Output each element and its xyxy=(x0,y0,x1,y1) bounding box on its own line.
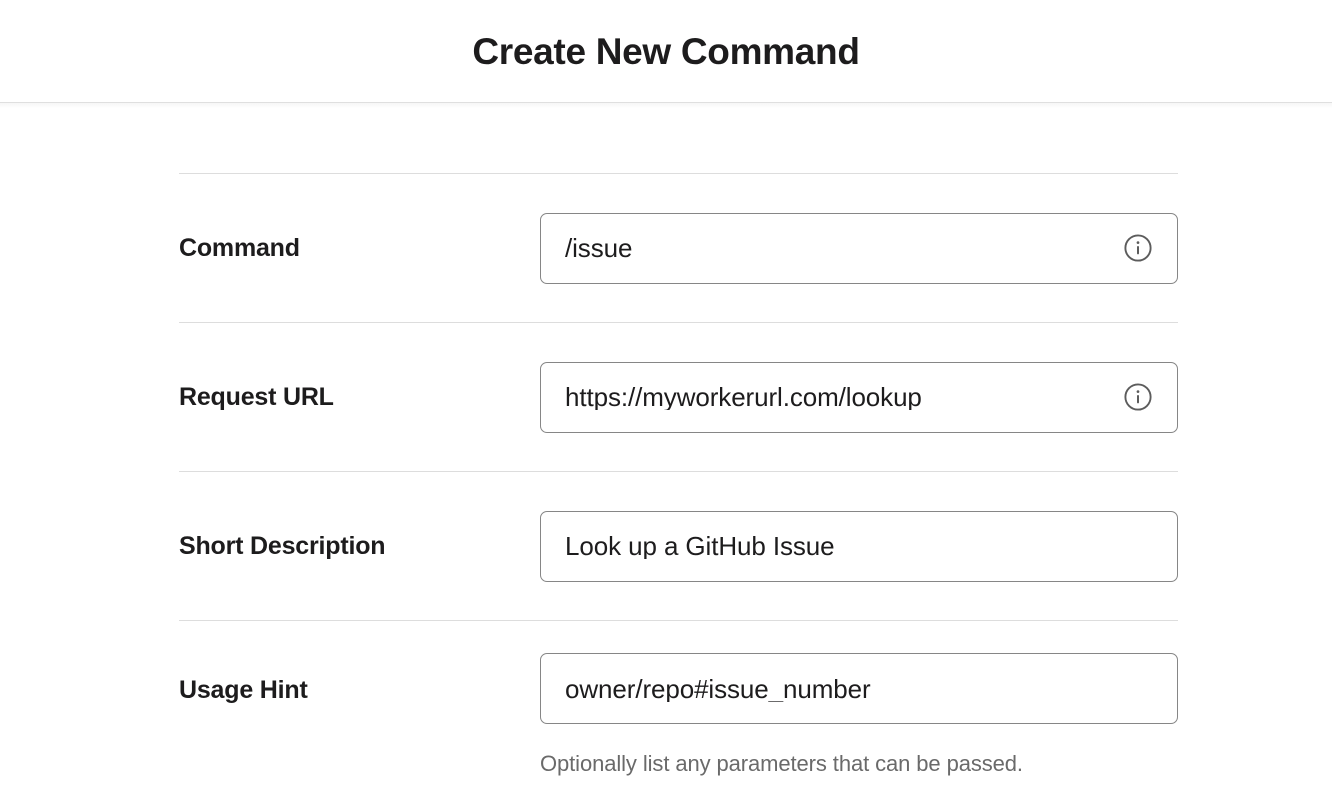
usage-hint-input-value: owner/repo#issue_number xyxy=(565,675,871,702)
field-control-command: /issue xyxy=(540,212,1178,284)
short-description-input[interactable]: Look up a GitHub Issue xyxy=(540,510,1178,582)
label-usage-hint: Usage Hint xyxy=(179,676,308,704)
label-request-url: Request URL xyxy=(179,383,334,411)
field-control-request-url: https://myworkerurl.com/lookup xyxy=(540,361,1178,433)
form-row-request-url: Request URL https://myworkerurl.com/look… xyxy=(179,323,1178,471)
label-command: Command xyxy=(179,234,300,262)
usage-hint-input[interactable]: owner/repo#issue_number xyxy=(540,653,1178,724)
page-header: Create New Command xyxy=(0,0,1332,108)
divider-3 xyxy=(179,620,1178,621)
info-circle-icon[interactable] xyxy=(1123,382,1153,412)
form-row-short-description: Short Description Look up a GitHub Issue xyxy=(179,472,1178,620)
label-short-description: Short Description xyxy=(179,532,386,560)
field-control-usage-hint: owner/repo#issue_number Optionally list … xyxy=(540,653,1178,777)
usage-hint-help-text: Optionally list any parameters that can … xyxy=(540,751,1023,776)
page-title: Create New Command xyxy=(472,30,860,72)
field-control-short-description: Look up a GitHub Issue xyxy=(540,510,1178,582)
info-circle-icon[interactable] xyxy=(1123,233,1153,263)
command-input[interactable]: /issue xyxy=(540,212,1178,284)
divider-2 xyxy=(179,471,1178,472)
short-description-input-value: Look up a GitHub Issue xyxy=(565,533,835,559)
request-url-input-value: https://myworkerurl.com/lookup xyxy=(565,384,922,410)
form-row-usage-hint: Usage Hint owner/repo#issue_number Optio… xyxy=(179,621,1178,777)
command-input-value: /issue xyxy=(565,235,633,261)
request-url-input[interactable]: https://myworkerurl.com/lookup xyxy=(540,361,1178,433)
command-form: Command /issue Request URL xyxy=(0,103,1332,777)
divider-top xyxy=(179,173,1178,174)
form-row-command: Command /issue xyxy=(179,174,1178,322)
divider-1 xyxy=(179,322,1178,323)
